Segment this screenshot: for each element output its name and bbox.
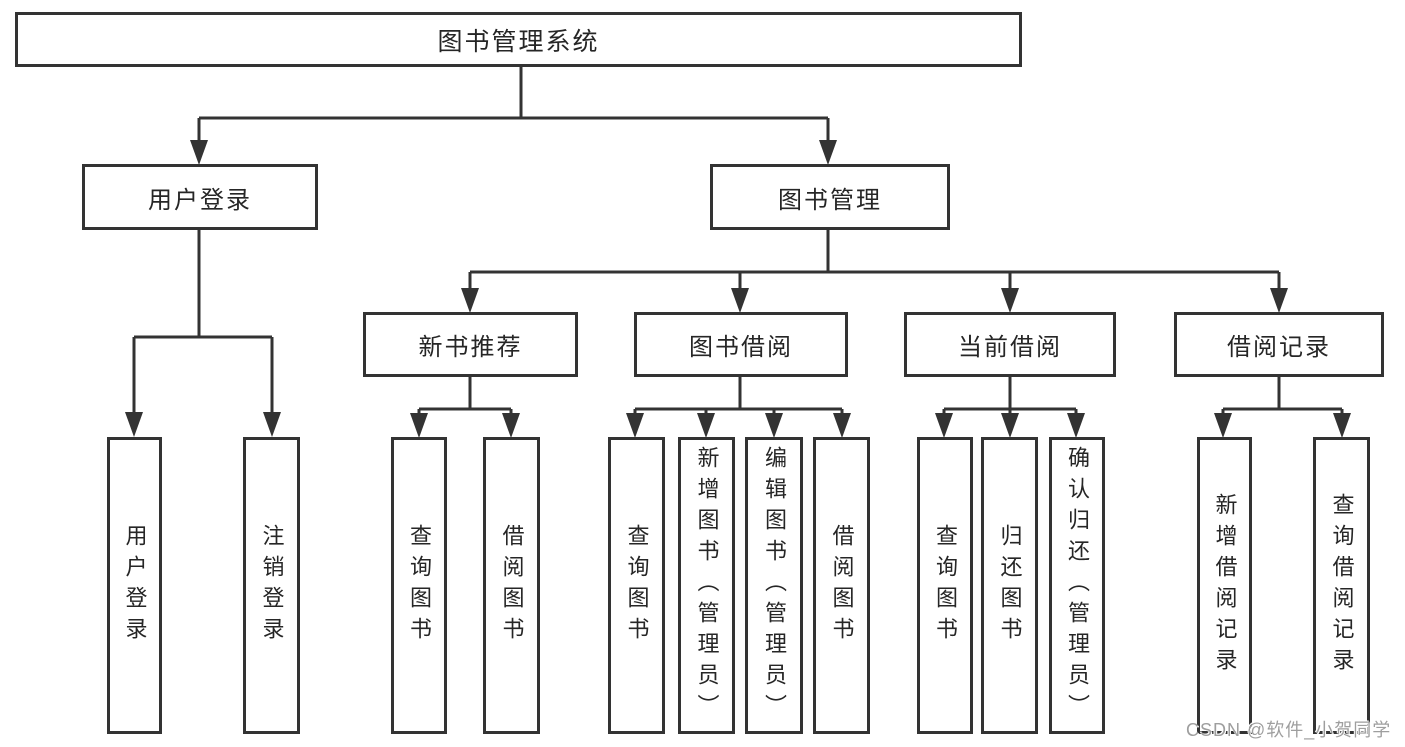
leaf-query-borrow-record-label: 查询借阅记录 bbox=[1329, 492, 1355, 679]
leaf-add-borrow-record-label: 新增借阅记录 bbox=[1212, 492, 1238, 679]
leaf-logout-label: 注销登录 bbox=[259, 523, 285, 648]
leaf-return-books: 归还图书 bbox=[981, 437, 1038, 734]
leaf-query-borrow-record: 查询借阅记录 bbox=[1313, 437, 1370, 734]
leaf-edit-book-admin-label: 编辑图书（管理员） bbox=[762, 446, 787, 725]
leaf-borrow-books-1: 借阅图书 bbox=[483, 437, 540, 734]
leaf-user-login: 用户登录 bbox=[107, 437, 162, 734]
leaf-add-borrow-record: 新增借阅记录 bbox=[1197, 437, 1252, 734]
leaf-logout: 注销登录 bbox=[243, 437, 300, 734]
node-user-login-label: 用户登录 bbox=[148, 186, 252, 214]
leaf-edit-book-admin: 编辑图书（管理员） bbox=[745, 437, 803, 734]
node-new-book-recommend-label: 新书推荐 bbox=[418, 334, 523, 361]
leaf-query-books-1-label: 查询图书 bbox=[407, 523, 432, 648]
leaf-confirm-return-admin-label: 确认归还（管理员） bbox=[1065, 446, 1090, 725]
node-book-management: 图书管理 bbox=[710, 164, 950, 230]
node-current-borrow-label: 当前借阅 bbox=[958, 334, 1062, 361]
leaf-borrow-books-1-label: 借阅图书 bbox=[499, 523, 525, 648]
leaf-query-books-2: 查询图书 bbox=[608, 437, 665, 734]
leaf-confirm-return-admin: 确认归还（管理员） bbox=[1049, 437, 1105, 734]
leaf-user-login-label: 用户登录 bbox=[122, 523, 148, 648]
node-current-borrow: 当前借阅 bbox=[904, 312, 1116, 377]
leaf-borrow-books-2-label: 借阅图书 bbox=[829, 523, 855, 648]
node-book-borrow-label: 图书借阅 bbox=[689, 334, 793, 361]
node-borrow-records-label: 借阅记录 bbox=[1227, 334, 1331, 361]
leaf-query-books-3-label: 查询图书 bbox=[933, 523, 958, 648]
leaf-query-books-3: 查询图书 bbox=[917, 437, 973, 734]
leaf-add-book-admin: 新增图书（管理员） bbox=[678, 437, 735, 734]
node-root: 图书管理系统 bbox=[15, 12, 1022, 67]
leaf-add-book-admin-label: 新增图书（管理员） bbox=[694, 446, 720, 725]
leaf-borrow-books-2: 借阅图书 bbox=[813, 437, 870, 734]
node-book-borrow: 图书借阅 bbox=[634, 312, 848, 377]
watermark: CSDN @软件_小贺同学 bbox=[1186, 720, 1392, 740]
node-new-book-recommend: 新书推荐 bbox=[363, 312, 578, 377]
node-user-login: 用户登录 bbox=[82, 164, 318, 230]
leaf-query-books-1: 查询图书 bbox=[391, 437, 447, 734]
node-borrow-records: 借阅记录 bbox=[1174, 312, 1384, 377]
node-root-label: 图书管理系统 bbox=[437, 27, 600, 56]
arrowheads bbox=[125, 140, 1351, 438]
node-book-management-label: 图书管理 bbox=[778, 186, 882, 214]
leaf-query-books-2-label: 查询图书 bbox=[624, 523, 650, 648]
leaf-return-books-label: 归还图书 bbox=[997, 523, 1023, 648]
